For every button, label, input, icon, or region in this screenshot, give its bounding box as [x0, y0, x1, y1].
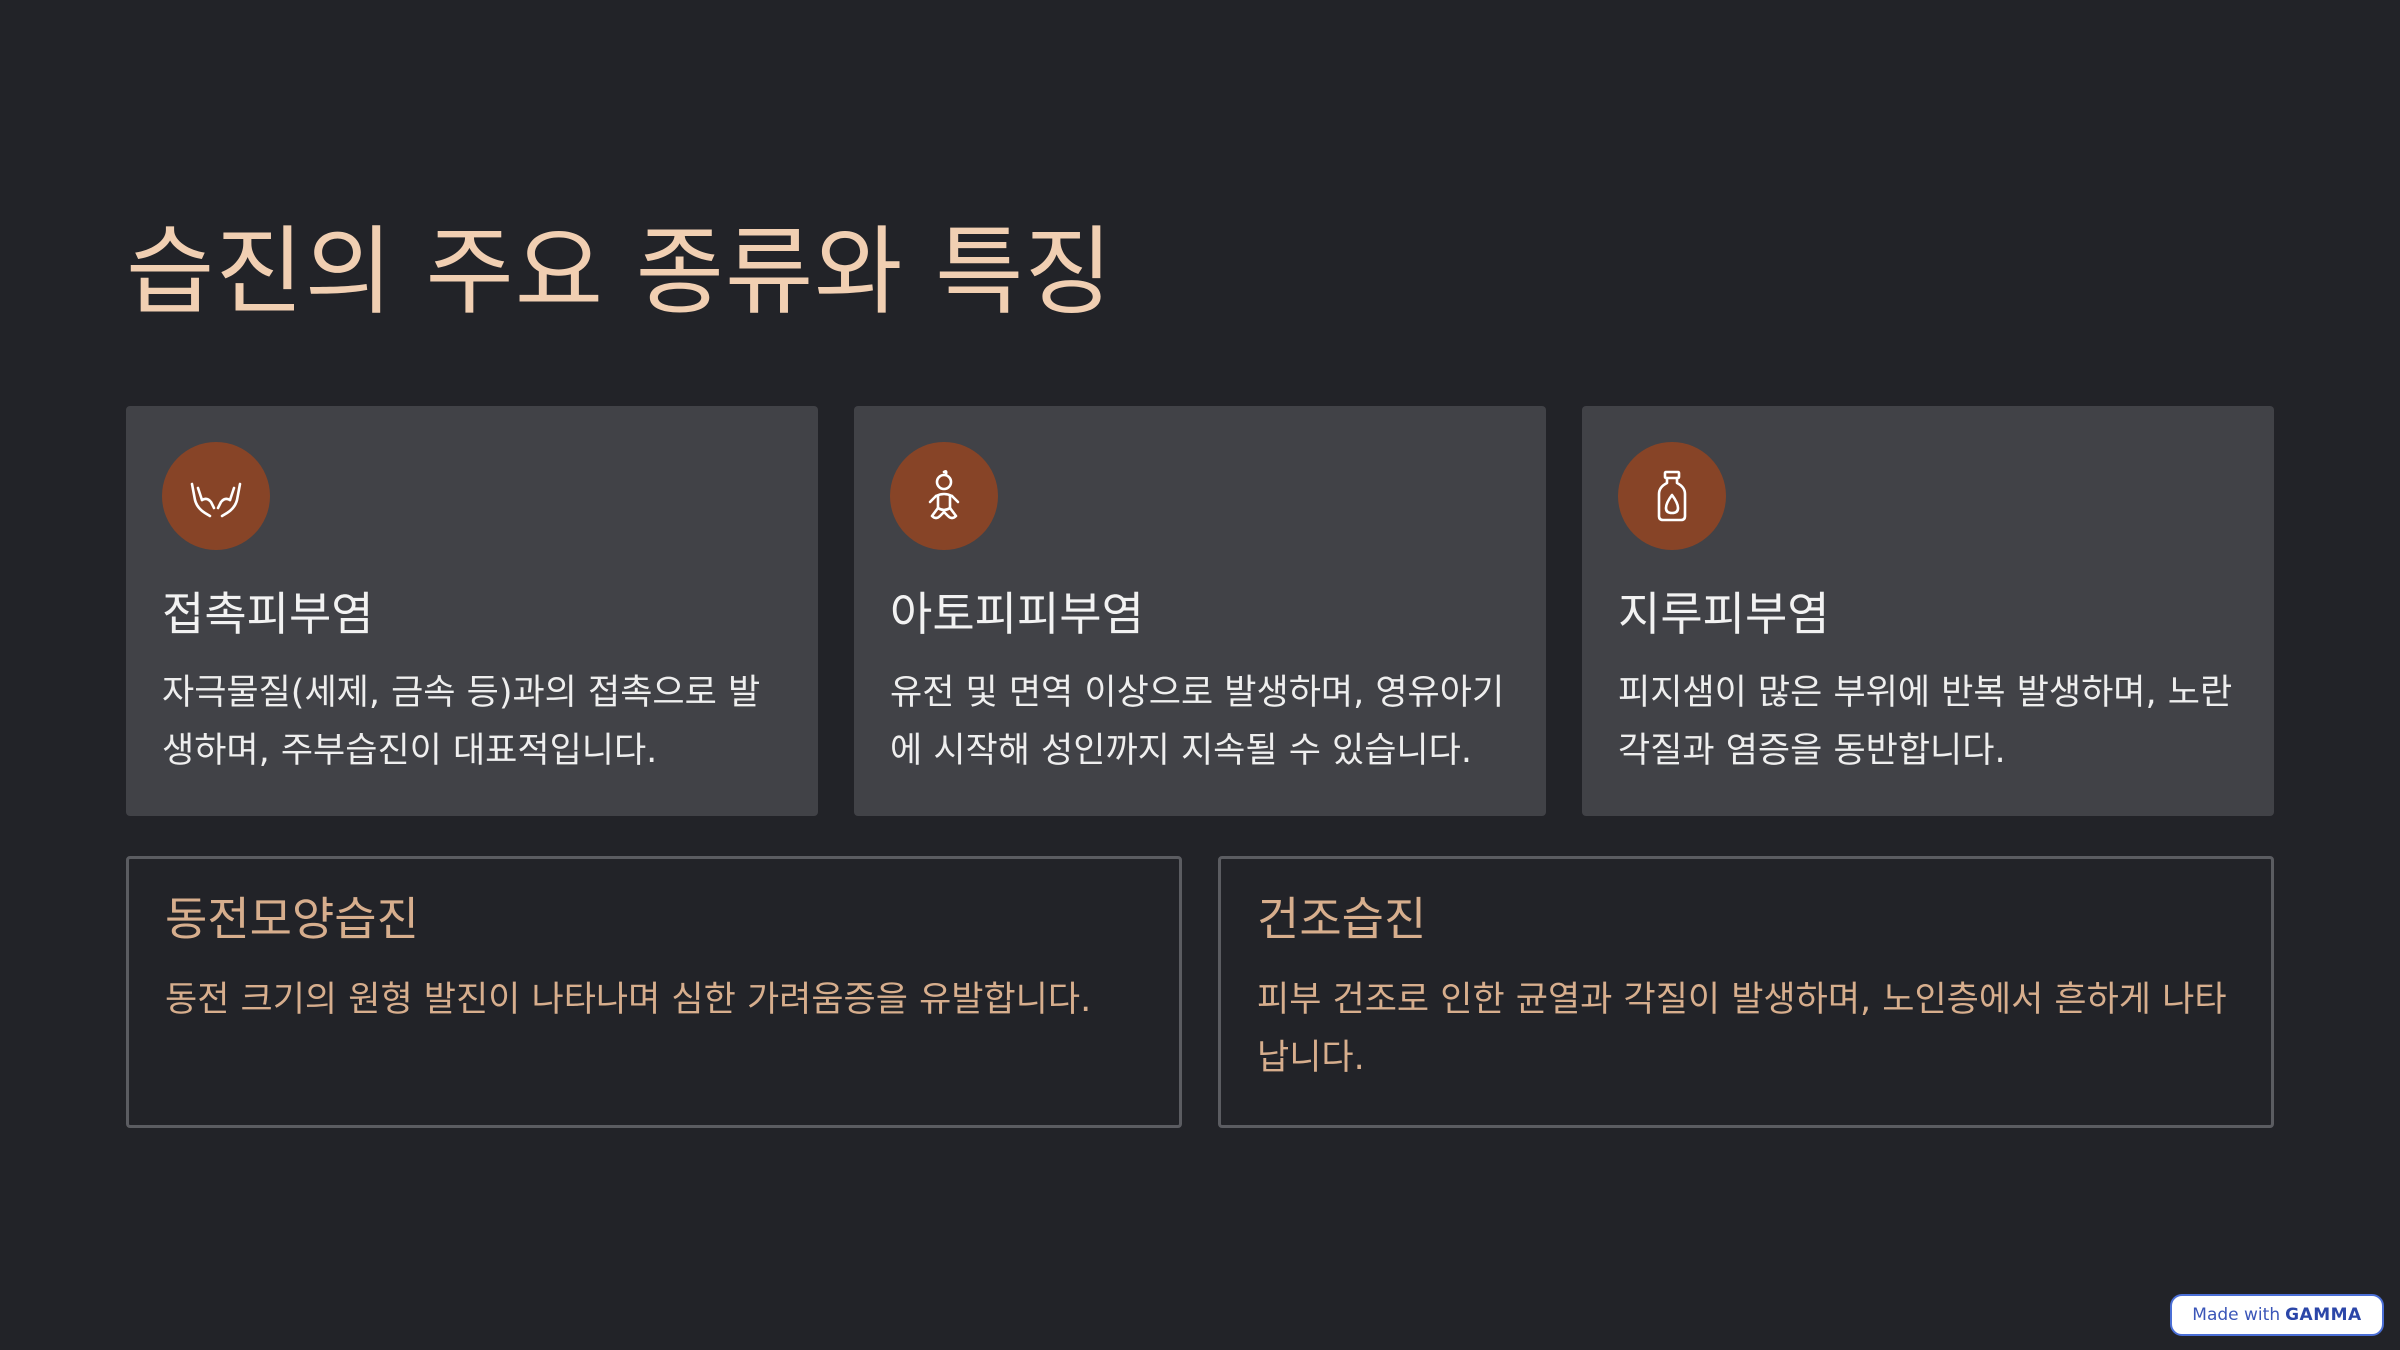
baby-icon: [890, 442, 998, 550]
box-nummular-eczema: 동전모양습진 동전 크기의 원형 발진이 나타나며 심한 가려움증을 유발합니다…: [126, 856, 1182, 1128]
card-title: 접촉피부염: [162, 587, 374, 641]
slide-title: 습진의 주요 종류와 특징: [126, 216, 1114, 328]
box-description: 동전 크기의 원형 발진이 나타나며 심한 가려움증을 유발합니다.: [165, 980, 1092, 1020]
gamma-logo: GAMMA: [2285, 1305, 2362, 1325]
card-description: 피지샘이 많은 부위에 반복 발생하며, 노란 각질과 염증을 동반합니다.: [1618, 673, 2233, 771]
hands-icon: [162, 442, 270, 550]
card-description: 유전 및 면역 이상으로 발생하며, 영유아기에 시작해 성인까지 지속될 수 …: [890, 673, 1505, 771]
card-atopic-dermatitis: 아토피피부염 유전 및 면역 이상으로 발생하며, 영유아기에 시작해 성인까지…: [854, 406, 1546, 816]
box-description: 피부 건조로 인한 균열과 각질이 발생하며, 노인층에서 흔하게 나타납니다.: [1257, 980, 2227, 1078]
badge-prefix: Made with: [2192, 1305, 2281, 1325]
card-description: 자극물질(세제, 금속 등)과의 접촉으로 발생하며, 주부습진이 대표적입니다…: [162, 673, 761, 771]
card-title: 아토피피부염: [890, 587, 1144, 641]
box-xerotic-eczema: 건조습진 피부 건조로 인한 균열과 각질이 발생하며, 노인층에서 흔하게 나…: [1218, 856, 2274, 1128]
card-seborrheic-dermatitis: 지루피부염 피지샘이 많은 부위에 반복 발생하며, 노란 각질과 염증을 동반…: [1582, 406, 2274, 816]
oil-bottle-icon: [1618, 442, 1726, 550]
made-with-gamma-badge[interactable]: Made with GAMMA: [2170, 1294, 2384, 1336]
box-title: 건조습진: [1257, 892, 1427, 946]
box-title: 동전모양습진: [165, 892, 419, 946]
card-title: 지루피부염: [1618, 587, 1830, 641]
card-contact-dermatitis: 접촉피부염 자극물질(세제, 금속 등)과의 접촉으로 발생하며, 주부습진이 …: [126, 406, 818, 816]
